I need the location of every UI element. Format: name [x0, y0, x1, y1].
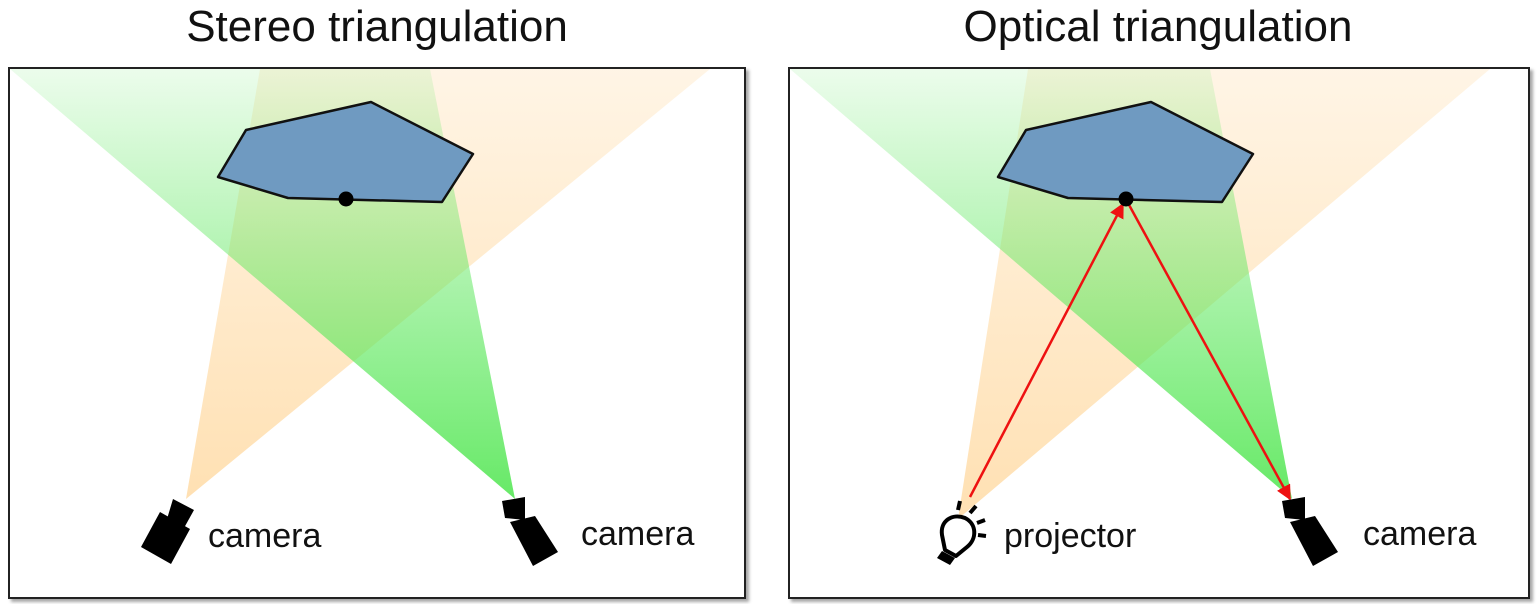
- optical-diagram-panel: projector camera: [788, 67, 1530, 599]
- projector-icon: [937, 500, 987, 565]
- camera-icon: [1282, 497, 1338, 566]
- reflected-ray: [1126, 202, 1292, 501]
- surface-point: [338, 191, 354, 207]
- projected-ray: [968, 202, 1125, 498]
- surface-point: [1118, 191, 1134, 207]
- optical-panel-title: Optical triangulation: [963, 2, 1353, 51]
- projector-label: projector: [1004, 517, 1137, 555]
- camera-icon: [141, 499, 194, 564]
- scanned-object: [216, 100, 475, 204]
- stereo-diagram: [10, 69, 710, 566]
- stereo-diagram-panel: camera camera: [8, 67, 746, 599]
- camera-icon: [502, 497, 558, 566]
- left-camera-label: camera: [208, 517, 322, 555]
- stereo-panel-title: Stereo triangulation: [186, 2, 568, 51]
- scanned-object: [996, 100, 1255, 204]
- optical-diagram: [790, 69, 1490, 566]
- right-camera-label: camera: [581, 515, 695, 553]
- right-camera-label: camera: [1363, 515, 1477, 553]
